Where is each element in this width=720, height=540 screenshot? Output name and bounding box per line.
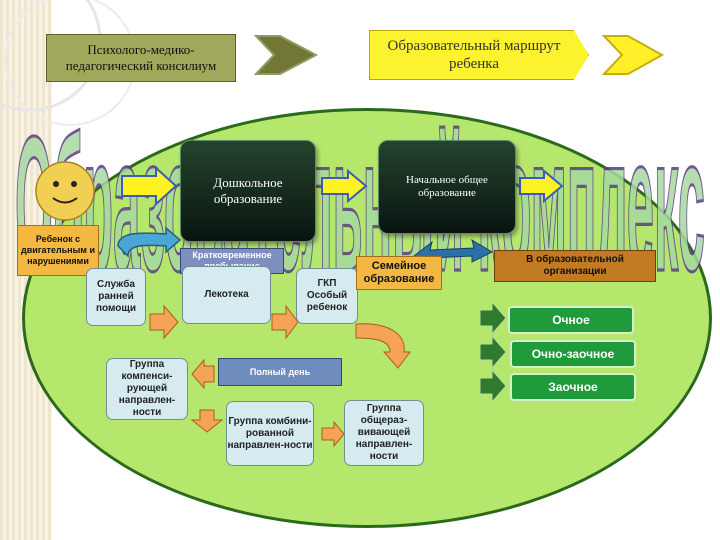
mode-distance: Заочное [510,373,636,401]
primary-stage-box: Начальное общее образование [378,140,516,234]
family-education-label: Семейное образование [363,259,435,285]
preschool-stage-label: Дошкольное образование [213,175,283,206]
lekoteka-box: Лекотека [182,266,271,324]
right-arrow-icon [321,168,368,204]
down-arrow-icon [190,409,224,433]
early-help-box: Служба ранней помощи [86,268,146,326]
mode-part-time-label: Очно-заочное [531,346,615,361]
gkp-box: ГКП Особый ребенок [296,268,358,324]
full-day-label: Полный день [249,366,311,377]
in-organization-box: В образовательной организации [494,250,656,282]
council-label: Психолого-медико-педагогический консилиу… [65,42,217,73]
right-arrow-icon [519,168,564,204]
route-box: Образовательный маршрут ребенка [369,30,589,80]
right-arrow-icon [479,300,507,336]
combined-group-label: Группа комбини-рованной направлен-ности [227,415,313,451]
right-arrow-icon [121,165,178,207]
smiley-face-icon [35,161,95,221]
mode-fulltime-label: Очное [552,312,590,327]
in-organization-label: В образовательной организации [526,254,624,277]
lekoteka-label: Лекотека [204,289,249,300]
child-label: Ребенок с двигательным и нарушениями [20,234,95,266]
right-arrow-icon [271,304,299,340]
general-group-box: Группа общераз-вивающей направлен-ности [344,400,424,466]
left-arrow-icon [191,358,215,390]
full-day-box: Полный день [218,358,342,386]
early-help-label: Служба ранней помощи [96,279,136,314]
compensating-group-box: Группа компенси-рующей направлен-ности [106,358,188,420]
mode-distance-label: Заочное [548,379,598,394]
family-education-box: Семейное образование [356,256,442,290]
right-arrow-icon [321,420,345,448]
right-arrow-icon [149,304,179,340]
curved-arrow-icon [117,226,182,258]
route-label: Образовательный маршрут ребенка [387,38,561,72]
gkp-label: ГКП Особый ребенок [306,278,348,313]
right-arrow-icon [479,334,507,370]
council-box: Психолого-медико-педагогический консилиу… [46,34,236,82]
combined-group-box: Группа комбини-рованной направлен-ности [226,401,314,466]
compensating-group-label: Группа компенси-рующей направлен-ности [118,359,176,418]
primary-stage-label: Начальное общее образование [406,173,488,199]
right-arrow-icon [479,368,507,404]
mode-fulltime: Очное [508,306,634,334]
child-box: Ребенок с двигательным и нарушениями [17,225,99,276]
general-group-label: Группа общераз-вивающей направлен-ности [355,403,413,462]
curved-arrow-icon [355,323,411,369]
mode-part-time: Очно-заочное [510,340,636,368]
preschool-stage-box: Дошкольное образование [180,140,316,242]
